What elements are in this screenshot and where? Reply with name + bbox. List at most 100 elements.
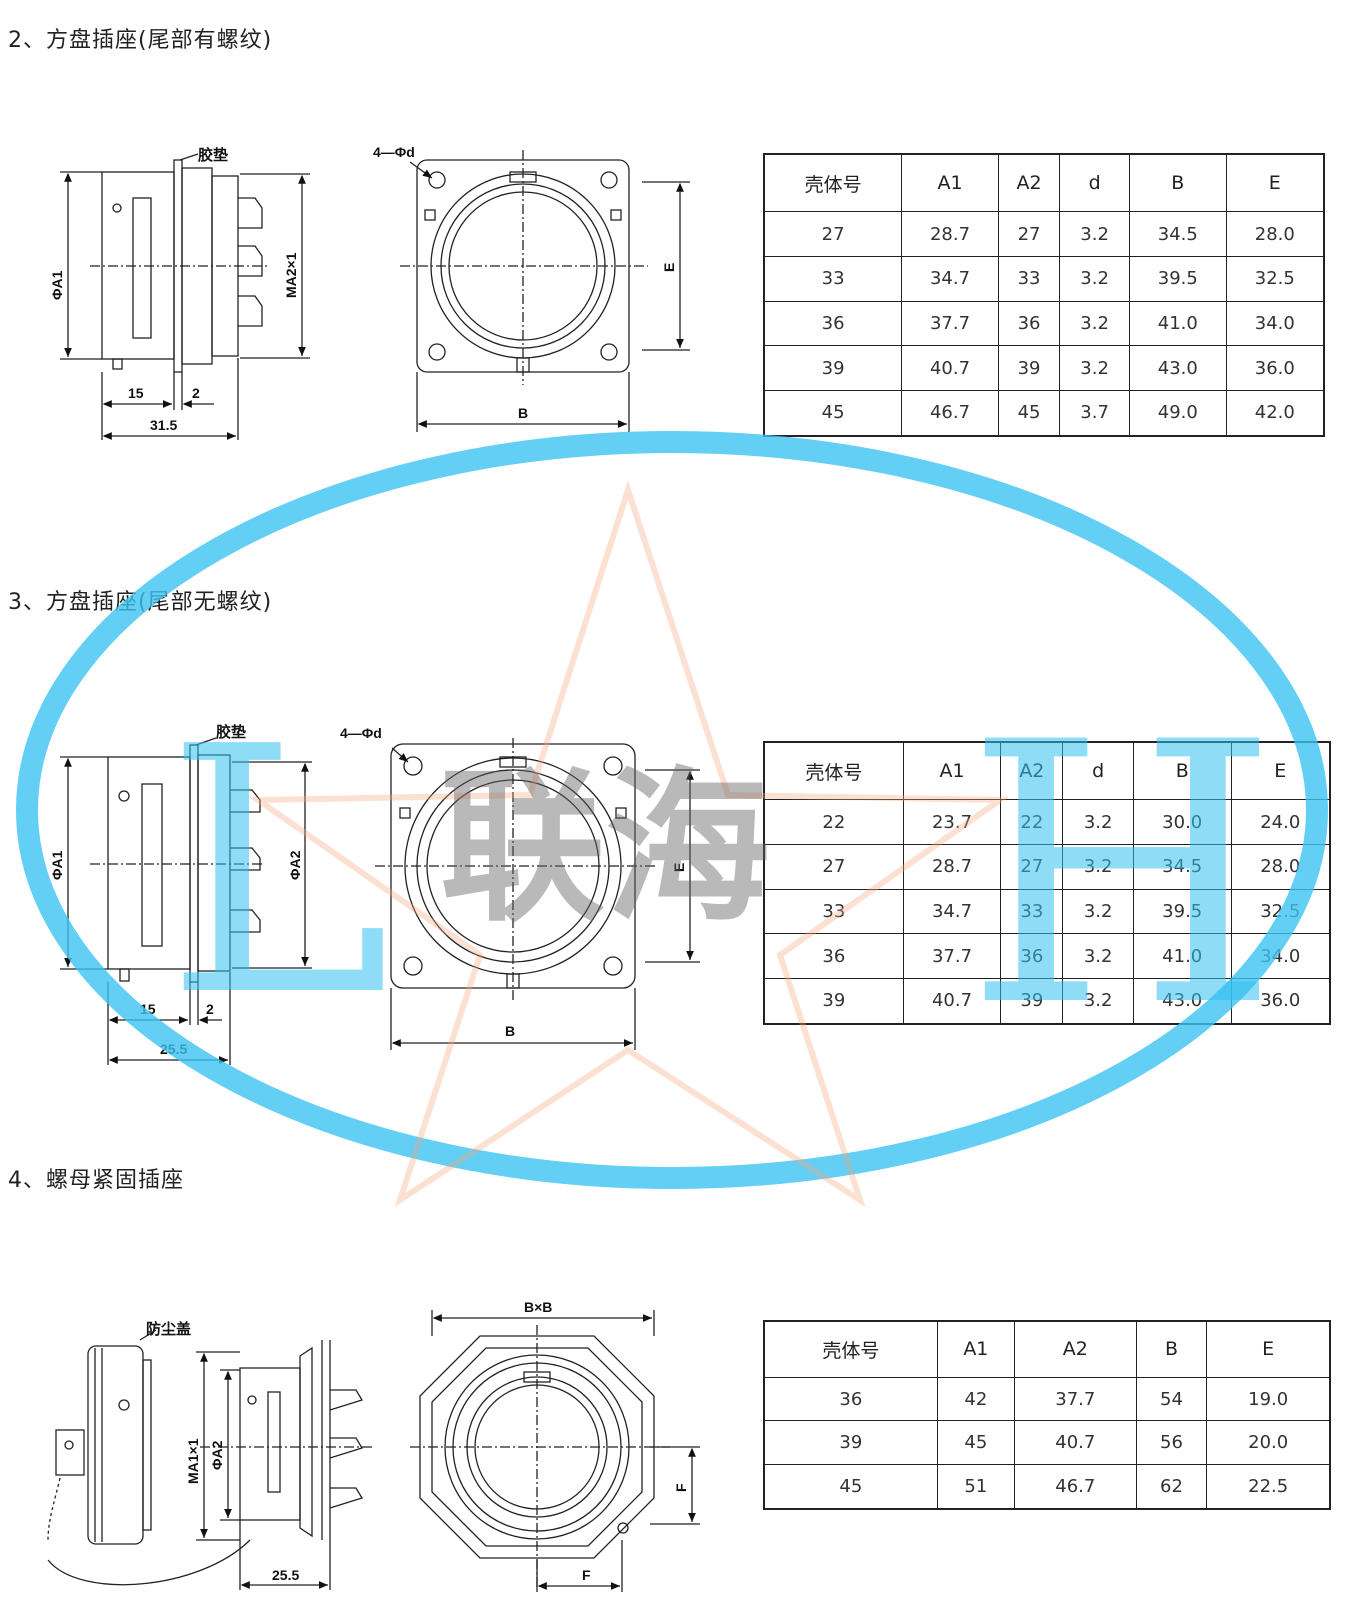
table-cell: 23.7 (902, 799, 1002, 845)
table-cell: 41.0 (1132, 933, 1232, 979)
section-2-title: 2、方盘插座(尾部有螺纹) (8, 28, 273, 53)
s4-thread-label: MA1×1 (185, 1438, 201, 1484)
table-cell: 27 (763, 843, 904, 890)
table-cell: 34.7 (901, 255, 999, 302)
section-4-side-view (47, 1329, 372, 1590)
table-cell: 49.0 (1128, 389, 1227, 437)
s3-dim-2: 2 (206, 1001, 214, 1017)
table-cell: 34.5 (1132, 843, 1232, 890)
section-3-spec-table: 壳体号 A1 A2 d B E 22 23.7 22 3.2 30.0 24.0… (763, 741, 1331, 1025)
s2-e-label: E (661, 263, 677, 272)
s3-dim-total: 25.5 (160, 1041, 187, 1057)
table-cell: 42 (936, 1376, 1015, 1422)
s2-dim-15: 15 (128, 385, 144, 401)
s2-b-label: B (518, 405, 528, 421)
header-cell: A2 (1000, 741, 1064, 801)
s3-b-label: B (505, 1023, 515, 1039)
table-cell: 37.7 (901, 300, 999, 347)
table-cell: 32.5 (1230, 888, 1331, 935)
table-row: 45 51 46.7 62 22.5 (763, 1463, 1331, 1510)
table-cell: 36.0 (1230, 977, 1331, 1025)
table-cell: 62 (1135, 1463, 1208, 1510)
s2-phi-a1-label: ΦA1 (49, 270, 65, 300)
table-cell: 36.0 (1225, 345, 1325, 391)
table-cell: 45 (936, 1420, 1015, 1465)
table-cell: 40.7 (1013, 1420, 1137, 1465)
table-cell: 36 (763, 1376, 938, 1422)
table-cell: 54 (1135, 1376, 1208, 1422)
section-4-front-view (410, 1310, 700, 1592)
table-cell: 20.0 (1206, 1420, 1331, 1465)
table-cell: 39.5 (1132, 888, 1232, 935)
table-cell: 39 (997, 345, 1061, 391)
table-cell: 22 (763, 799, 904, 845)
table-cell: 40.7 (901, 345, 999, 391)
table-cell: 43.0 (1128, 345, 1227, 391)
header-cell: d (1062, 741, 1134, 801)
s3-hole-label: 4—Φd (340, 725, 382, 741)
table-cell: 37.7 (1013, 1376, 1137, 1422)
table-cell: 36 (1000, 933, 1064, 979)
table-cell: 39 (1000, 977, 1064, 1025)
table-cell: 43.0 (1132, 977, 1232, 1025)
table-cell: 34.5 (1128, 211, 1227, 257)
table-cell: 56 (1135, 1420, 1208, 1465)
table-row: 36 37.7 36 3.2 41.0 34.0 (763, 300, 1325, 347)
table-cell: 39.5 (1128, 255, 1227, 302)
table-cell: 3.2 (1059, 300, 1130, 347)
table-cell: 27 (997, 211, 1061, 257)
table-cell: 24.0 (1230, 799, 1331, 845)
table-cell: 34.0 (1225, 300, 1325, 347)
table-cell: 19.0 (1206, 1376, 1331, 1422)
s2-dim-2: 2 (192, 385, 200, 401)
s2-hole-label: 4—Φd (373, 144, 415, 160)
s4-dim-total: 25.5 (272, 1567, 299, 1583)
table-row: 33 34.7 33 3.2 39.5 32.5 (763, 888, 1331, 935)
header-cell: 壳体号 (763, 1320, 938, 1378)
header-cell: E (1230, 741, 1331, 801)
table-cell: 39 (763, 345, 903, 391)
table-cell: 33 (763, 255, 903, 302)
s4-bxb-label: B×B (524, 1299, 552, 1315)
s4-phi-a2-label: ΦA2 (209, 1440, 225, 1470)
header-cell: 壳体号 (763, 741, 904, 801)
table-cell: 45 (763, 1463, 938, 1510)
table-cell: 22 (1000, 799, 1064, 845)
table-cell: 42.0 (1225, 389, 1325, 437)
header-cell: 壳体号 (763, 153, 903, 213)
table-cell: 3.2 (1059, 255, 1130, 302)
header-cell: A1 (936, 1320, 1015, 1378)
table-cell: 40.7 (902, 977, 1002, 1025)
table-cell: 30.0 (1132, 799, 1232, 845)
table-cell: 27 (763, 211, 903, 257)
s3-gasket-label: 胶垫 (216, 723, 246, 741)
table-row: 39 45 40.7 56 20.0 (763, 1420, 1331, 1465)
header-cell: B (1135, 1320, 1208, 1378)
table-row: 39 40.7 39 3.2 43.0 36.0 (763, 977, 1331, 1025)
s4-f-label-vertical: F (673, 1483, 689, 1492)
header-cell: B (1128, 153, 1227, 213)
table-cell: 51 (936, 1463, 1015, 1510)
header-cell: A2 (1013, 1320, 1137, 1378)
table-cell: 3.2 (1062, 799, 1134, 845)
section-2-front-view (400, 150, 690, 432)
s2-dim-total: 31.5 (150, 417, 177, 433)
section-4-spec-table: 壳体号 A1 A2 B E 36 42 37.7 54 19.0 39 45 4… (763, 1320, 1331, 1510)
table-cell: 41.0 (1128, 300, 1227, 347)
table-header-row: 壳体号 A1 A2 d B E (763, 153, 1325, 213)
table-cell: 28.0 (1230, 843, 1331, 890)
table-cell: 3.2 (1059, 345, 1130, 391)
s3-phi-a2-label: ΦA2 (287, 850, 303, 880)
table-row: 39 40.7 39 3.2 43.0 36.0 (763, 345, 1325, 391)
section-2-side-view (60, 153, 310, 440)
table-cell: 37.7 (902, 933, 1002, 979)
table-header-row: 壳体号 A1 A2 B E (763, 1320, 1331, 1378)
header-cell: A1 (902, 741, 1002, 801)
s3-dim-15: 15 (140, 1001, 156, 1017)
section-2-spec-table: 壳体号 A1 A2 d B E 27 28.7 27 3.2 34.5 28.0… (763, 153, 1325, 437)
section-3-front-view (375, 738, 700, 1050)
s3-e-label: E (671, 863, 687, 872)
table-row: 45 46.7 45 3.7 49.0 42.0 (763, 389, 1325, 437)
table-cell: 36 (763, 300, 903, 347)
table-cell: 3.2 (1062, 977, 1134, 1025)
